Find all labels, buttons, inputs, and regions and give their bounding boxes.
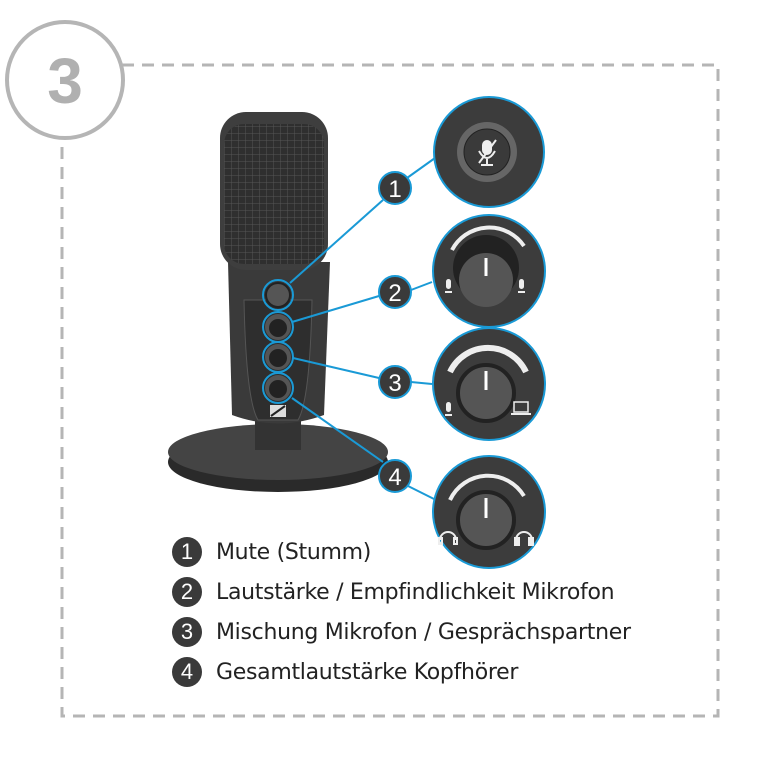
detail-mic-gain: [432, 214, 546, 328]
dashed-frame: [60, 63, 720, 718]
svg-text:2: 2: [388, 280, 401, 307]
legend-item-headphones: 4 Gesamtlautstärke Kopfhörer: [172, 652, 631, 692]
legend-item-mic-gain: 2 Lautstärke / Empfindlichkeit Mikrofon: [172, 572, 631, 612]
callout-2: 2: [378, 275, 412, 309]
legend-label: Lautstärke / Empfindlichkeit Mikrofon: [216, 579, 615, 605]
mix-knob: [265, 344, 291, 370]
headphone-knob: [265, 375, 291, 401]
legend-label: Gesamtlautstärke Kopfhörer: [216, 659, 519, 685]
legend-number: 4: [172, 657, 202, 687]
laptop-icon: [511, 401, 531, 415]
svg-text:4: 4: [388, 464, 401, 491]
leader-lines: [289, 157, 437, 501]
headphones-icon: [438, 531, 458, 545]
mic-muted-icon: [478, 139, 497, 166]
legend-number: 3: [172, 617, 202, 647]
microphone: [168, 112, 388, 492]
callout-3: 3: [378, 365, 412, 399]
legend-label: Mischung Mikrofon / Gesprächspartner: [216, 619, 631, 645]
legend-item-mute: 1 Mute (Stumm): [172, 532, 631, 572]
step-number: 3: [47, 45, 83, 117]
mic-icon: [445, 402, 452, 416]
mic-icon: [445, 279, 452, 293]
legend-item-mix: 3 Mischung Mikrofon / Gesprächspartner: [172, 612, 631, 652]
mic-gain-knob: [265, 314, 291, 340]
legend: 1 Mute (Stumm) 2 Lautstärke / Empfindlichk…: [172, 532, 631, 692]
detail-mute: [433, 96, 545, 208]
headphones-icon: [514, 531, 534, 546]
mute-button: [265, 282, 291, 308]
svg-text:3: 3: [388, 370, 401, 397]
legend-number: 2: [172, 577, 202, 607]
detail-headphones: [432, 455, 546, 569]
detail-mix: [432, 327, 546, 441]
svg-text:1: 1: [388, 176, 401, 203]
legend-number: 1: [172, 537, 202, 567]
callout-4: 4: [378, 459, 412, 493]
legend-label: Mute (Stumm): [216, 539, 372, 565]
step-badge: 3: [5, 20, 125, 140]
mic-icon: [518, 279, 525, 293]
callout-1: 1: [378, 171, 412, 205]
